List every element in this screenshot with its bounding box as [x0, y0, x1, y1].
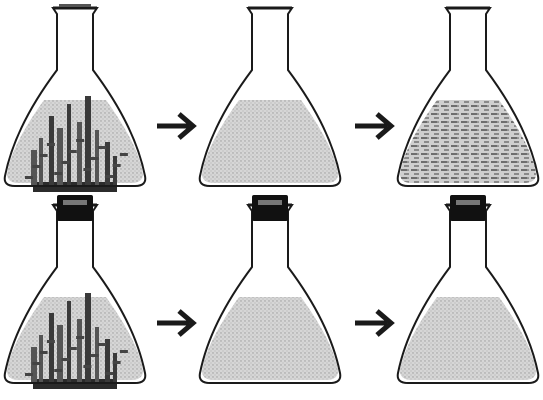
- debris-fleck: [62, 358, 70, 361]
- debris-fleck: [76, 139, 84, 142]
- right-arrow-icon: [157, 311, 193, 335]
- debris-fleck: [54, 369, 62, 372]
- debris-fragment: [77, 122, 82, 186]
- flask-stoppered-broth-with-debris: [5, 195, 146, 389]
- broth-liquid: [400, 297, 536, 380]
- broth-liquid: [400, 100, 536, 183]
- broth-liquid: [7, 100, 143, 183]
- debris-fragment: [39, 138, 43, 186]
- broth-liquid: [202, 297, 338, 380]
- debris-fleck: [105, 372, 113, 375]
- debris-fragment: [113, 156, 117, 186]
- debris-fragment: [57, 325, 63, 383]
- flask-open-broth-with-debris: [5, 4, 146, 192]
- debris-fleck: [25, 373, 33, 376]
- right-arrow-icon: [157, 114, 193, 138]
- right-arrow-icon: [355, 114, 391, 138]
- debris-fragment: [49, 116, 54, 186]
- debris-fleck: [91, 157, 99, 160]
- debris-fragment: [39, 335, 43, 383]
- debris-fleck: [113, 361, 121, 364]
- flask-open-broth-with-growth: [398, 8, 539, 186]
- debris-fleck: [120, 350, 128, 353]
- debris-fleck: [32, 165, 40, 168]
- stopper-highlight: [63, 200, 87, 205]
- debris-fleck: [69, 150, 77, 153]
- debris-fleck: [98, 146, 106, 149]
- debris-fleck: [40, 154, 48, 157]
- flask-stoppered-clear-broth: [398, 195, 539, 383]
- debris-fleck: [83, 168, 91, 171]
- stopper-highlight: [456, 200, 480, 205]
- debris-fleck: [47, 143, 55, 146]
- debris-fleck: [69, 347, 77, 350]
- debris-fragment: [67, 301, 71, 383]
- debris-fragment: [57, 128, 63, 186]
- broth-liquid: [202, 100, 338, 183]
- debris-fleck: [40, 351, 48, 354]
- debris-fleck: [105, 175, 113, 178]
- debris-fleck: [25, 176, 33, 179]
- debris-fleck: [120, 153, 128, 156]
- stopper: [252, 195, 288, 221]
- flask-open-clear-broth: [200, 8, 341, 186]
- flask-stoppered-clear-broth: [200, 195, 341, 383]
- debris-fleck: [76, 336, 84, 339]
- debris-fragment: [85, 96, 91, 186]
- stopper: [57, 195, 93, 221]
- debris-fragment: [77, 319, 82, 383]
- right-arrow-icon: [355, 311, 391, 335]
- broth-liquid: [7, 297, 143, 380]
- debris-fleck: [32, 362, 40, 365]
- stopper-highlight: [258, 200, 282, 205]
- debris-fleck: [98, 343, 106, 346]
- stopper: [450, 195, 486, 221]
- debris-fragment: [113, 353, 117, 383]
- debris-fleck: [83, 365, 91, 368]
- debris-fragment: [85, 293, 91, 383]
- debris-fleck: [113, 164, 121, 167]
- debris-fleck: [47, 340, 55, 343]
- debris-fragment: [49, 313, 54, 383]
- debris-fleck: [54, 172, 62, 175]
- debris-fragment: [67, 104, 71, 186]
- rim-speckle: [59, 4, 91, 7]
- debris-fleck: [91, 354, 99, 357]
- debris-fleck: [62, 161, 70, 164]
